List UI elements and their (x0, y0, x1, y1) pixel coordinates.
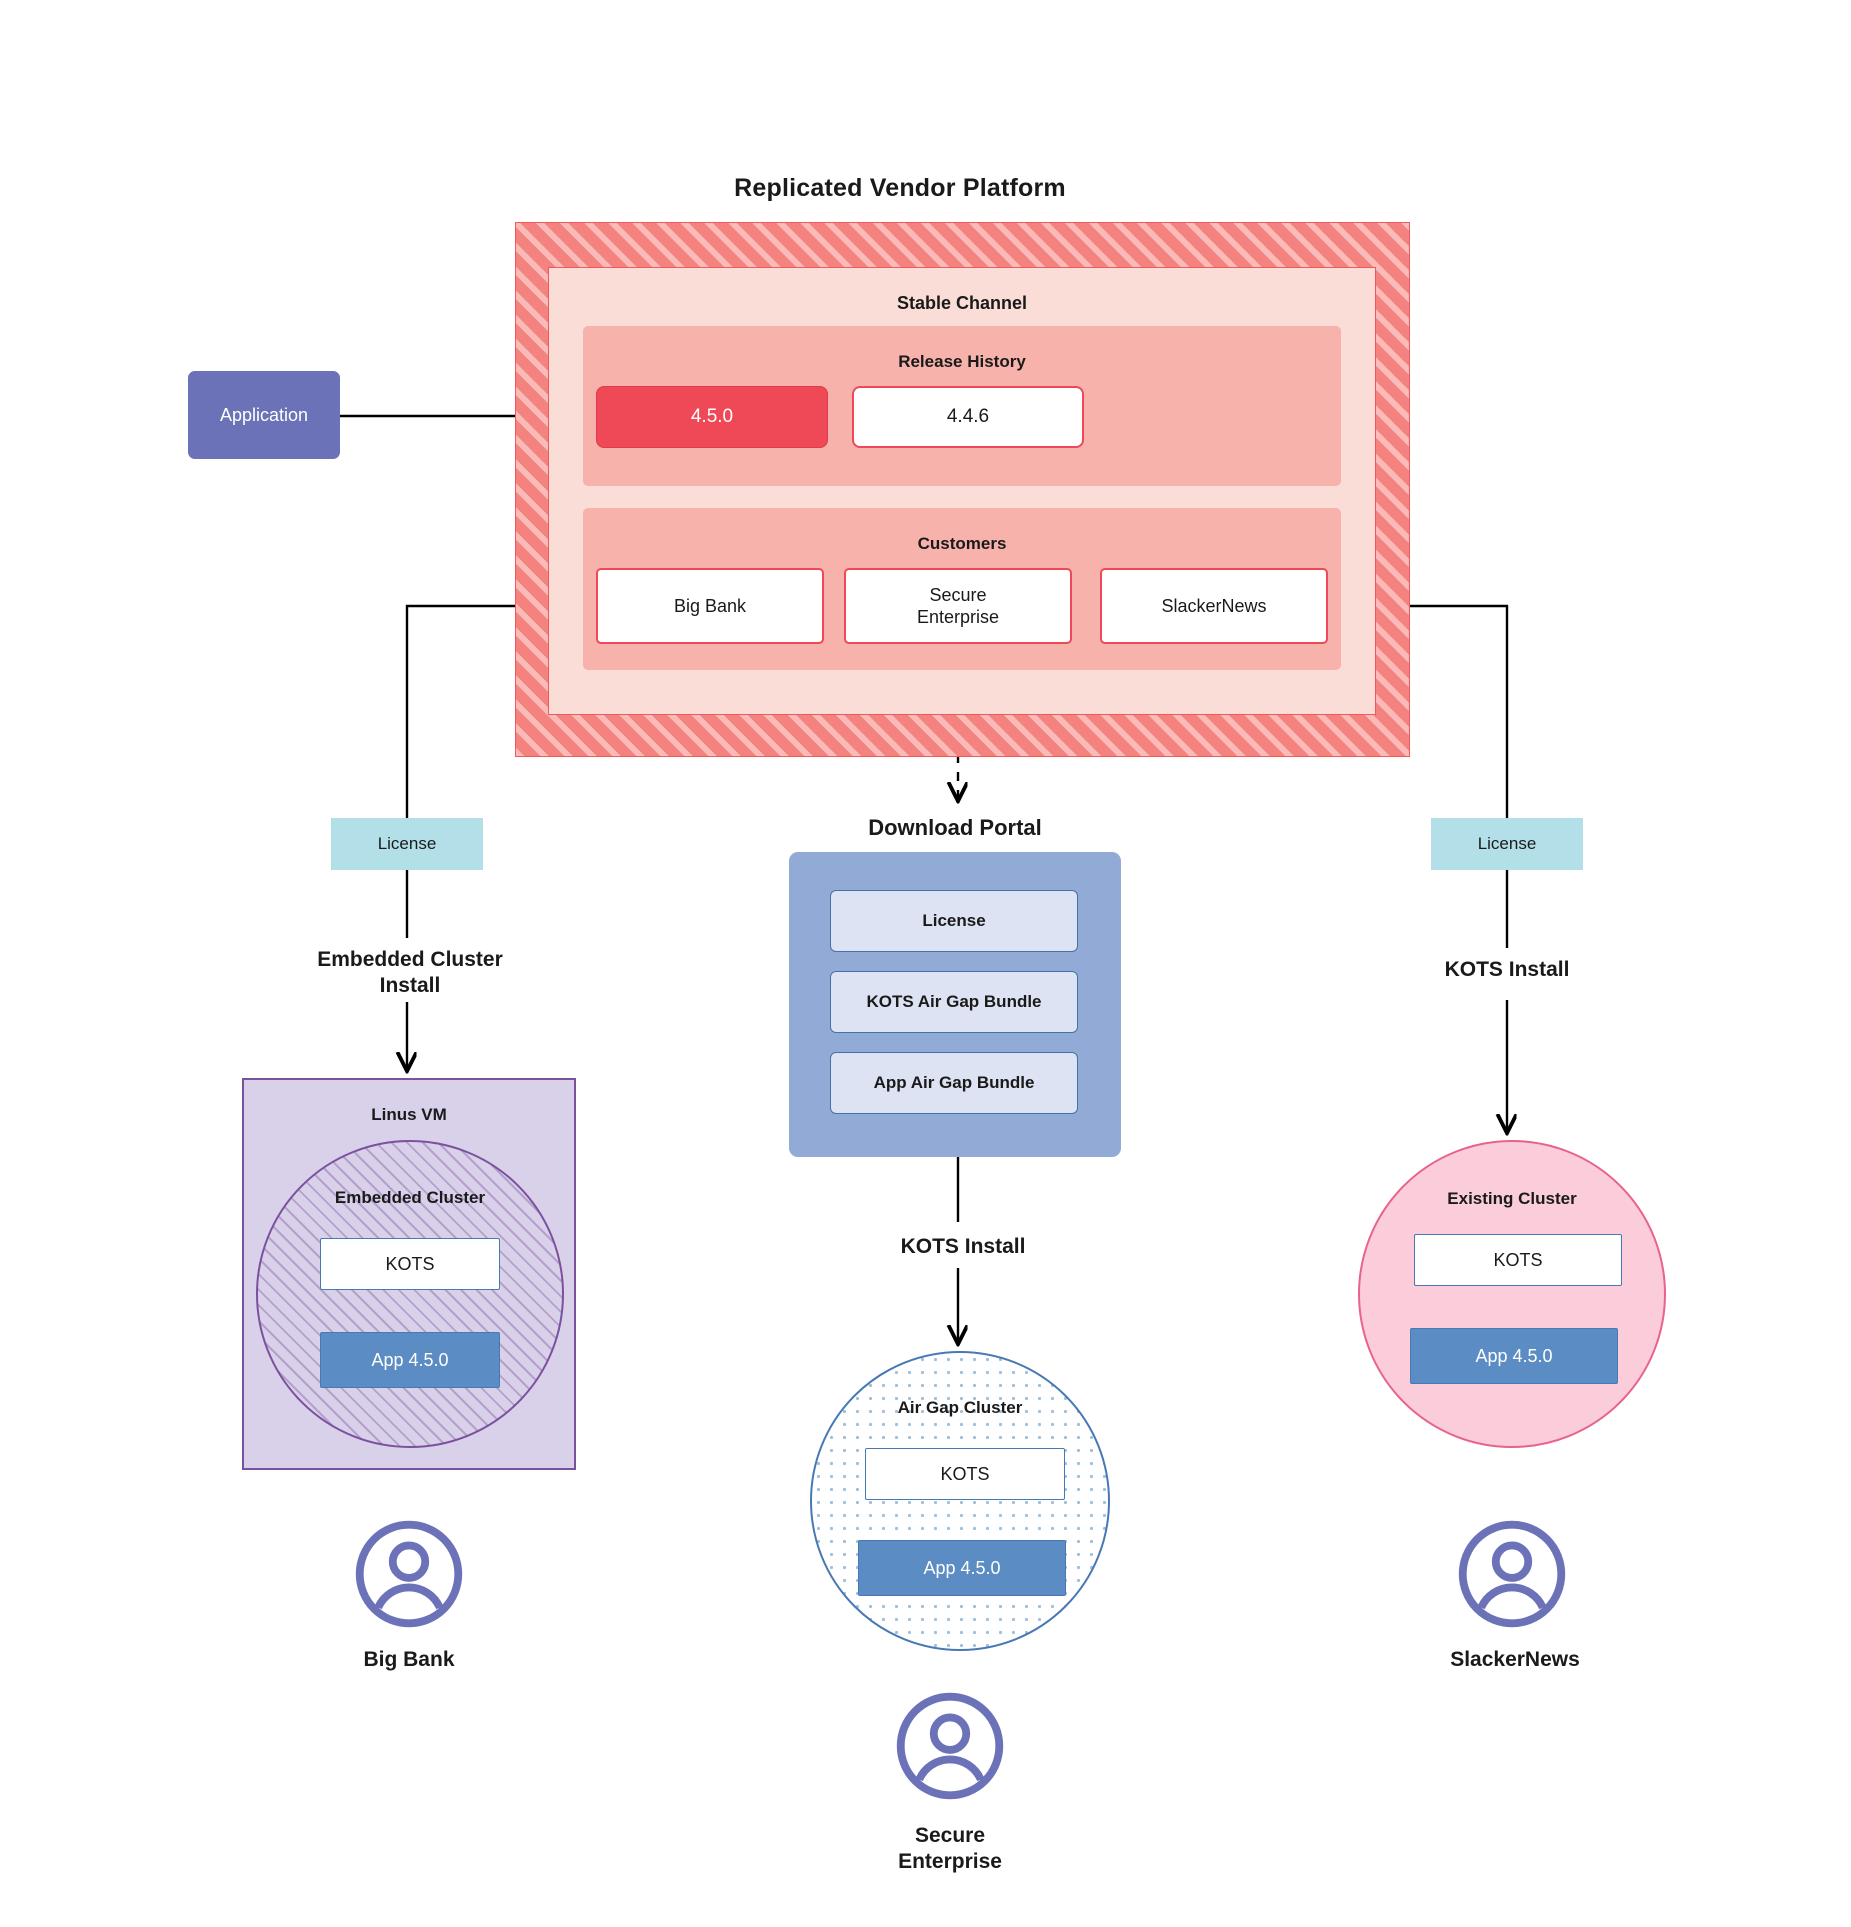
kots-node-right[interactable]: KOTS (1414, 1234, 1622, 1286)
existing-cluster-label: Existing Cluster (1447, 1189, 1577, 1208)
download-portal-title: Download Portal (868, 815, 1042, 840)
customers-label: Customers (917, 534, 1007, 553)
release-version-current[interactable]: 4.5.0 (596, 386, 828, 448)
customer-card-secure-enterprise[interactable]: Secure Enterprise (844, 568, 1072, 644)
flow-label-kots-install-middle: KOTS Install (900, 1234, 1026, 1258)
customer-endpoint-label-big-bank: Big Bank (363, 1647, 455, 1671)
air-gap-cluster-circle (810, 1351, 1110, 1651)
app-node-left[interactable]: App 4.5.0 (320, 1332, 500, 1388)
flow-label-kots-install-right: KOTS Install (1444, 957, 1570, 981)
user-avatar-icon (1456, 1518, 1568, 1630)
existing-cluster-circle (1358, 1140, 1666, 1448)
linus-vm-label: Linus VM (371, 1105, 447, 1124)
customer-card-slackernews[interactable]: SlackerNews (1100, 568, 1328, 644)
download-portal-item-app-air-gap-bundle[interactable]: App Air Gap Bundle (830, 1052, 1078, 1114)
customer-endpoint-label-secure-enterprise: Secure Enterprise (898, 1823, 1002, 1873)
download-portal-item-kots-air-gap-bundle[interactable]: KOTS Air Gap Bundle (830, 971, 1078, 1033)
user-avatar-icon (894, 1690, 1006, 1802)
embedded-cluster-circle (256, 1140, 564, 1448)
page-title: Replicated Vendor Platform (734, 173, 1066, 202)
stable-channel-label: Stable Channel (896, 292, 1028, 313)
release-history-label: Release History (898, 352, 1026, 371)
kots-node-middle[interactable]: KOTS (865, 1448, 1065, 1500)
flow-label-embedded-cluster-install: Embedded Cluster Install (317, 947, 503, 997)
app-node-right[interactable]: App 4.5.0 (1410, 1328, 1618, 1384)
embedded-cluster-label: Embedded Cluster (334, 1188, 486, 1207)
customer-endpoint-label-slackernews: SlackerNews (1450, 1647, 1580, 1671)
license-chip-left[interactable]: License (331, 818, 483, 870)
customer-card-big-bank[interactable]: Big Bank (596, 568, 824, 644)
app-node-middle[interactable]: App 4.5.0 (858, 1540, 1066, 1596)
user-avatar-icon (353, 1518, 465, 1630)
download-portal-item-license[interactable]: License (830, 890, 1078, 952)
air-gap-cluster-label: Air Gap Cluster (897, 1398, 1023, 1417)
release-version-previous[interactable]: 4.4.6 (852, 386, 1084, 448)
license-chip-right[interactable]: License (1431, 818, 1583, 870)
application-source-node[interactable]: Application (188, 371, 340, 459)
kots-node-left[interactable]: KOTS (320, 1238, 500, 1290)
